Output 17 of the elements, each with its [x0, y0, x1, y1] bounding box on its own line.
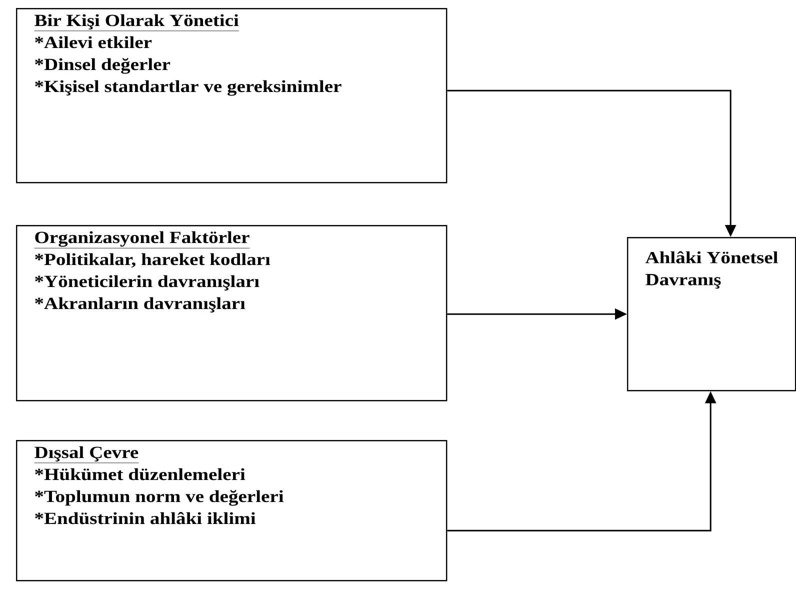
bullet-item: *Kişisel standartlar ve gereksinimler: [35, 80, 342, 96]
bullet-item: *Politikalar, hareket kodları: [35, 253, 270, 268]
text-box: [16, 8, 448, 184]
text-box: [16, 440, 448, 582]
text-box: [627, 237, 796, 392]
box-label: Ahlâki Yönetsel Davranış: [645, 251, 778, 289]
bullet-item: *Dinsel değerler: [35, 58, 170, 74]
bullet-item: *Endüstrinin ahlâki iklimi: [35, 512, 256, 524]
bullet-item: *Akranların davranışları: [35, 297, 246, 312]
bullet-item: *Yöneticilerin davranışları: [35, 275, 260, 290]
bullet-item: *Toplumun norm ve değerleri: [35, 490, 284, 506]
heading: Bir Kişi Olarak Yönetici: [34, 14, 240, 32]
heading: Organizasyonel Faktörler: [34, 231, 250, 248]
heading: Dışsal Çevre: [34, 446, 139, 464]
bullet-item: *Hükümet düzenlemeleri: [35, 468, 246, 480]
bullet-item: *Ailevi etkiler: [35, 36, 152, 48]
text-box: [16, 225, 448, 402]
